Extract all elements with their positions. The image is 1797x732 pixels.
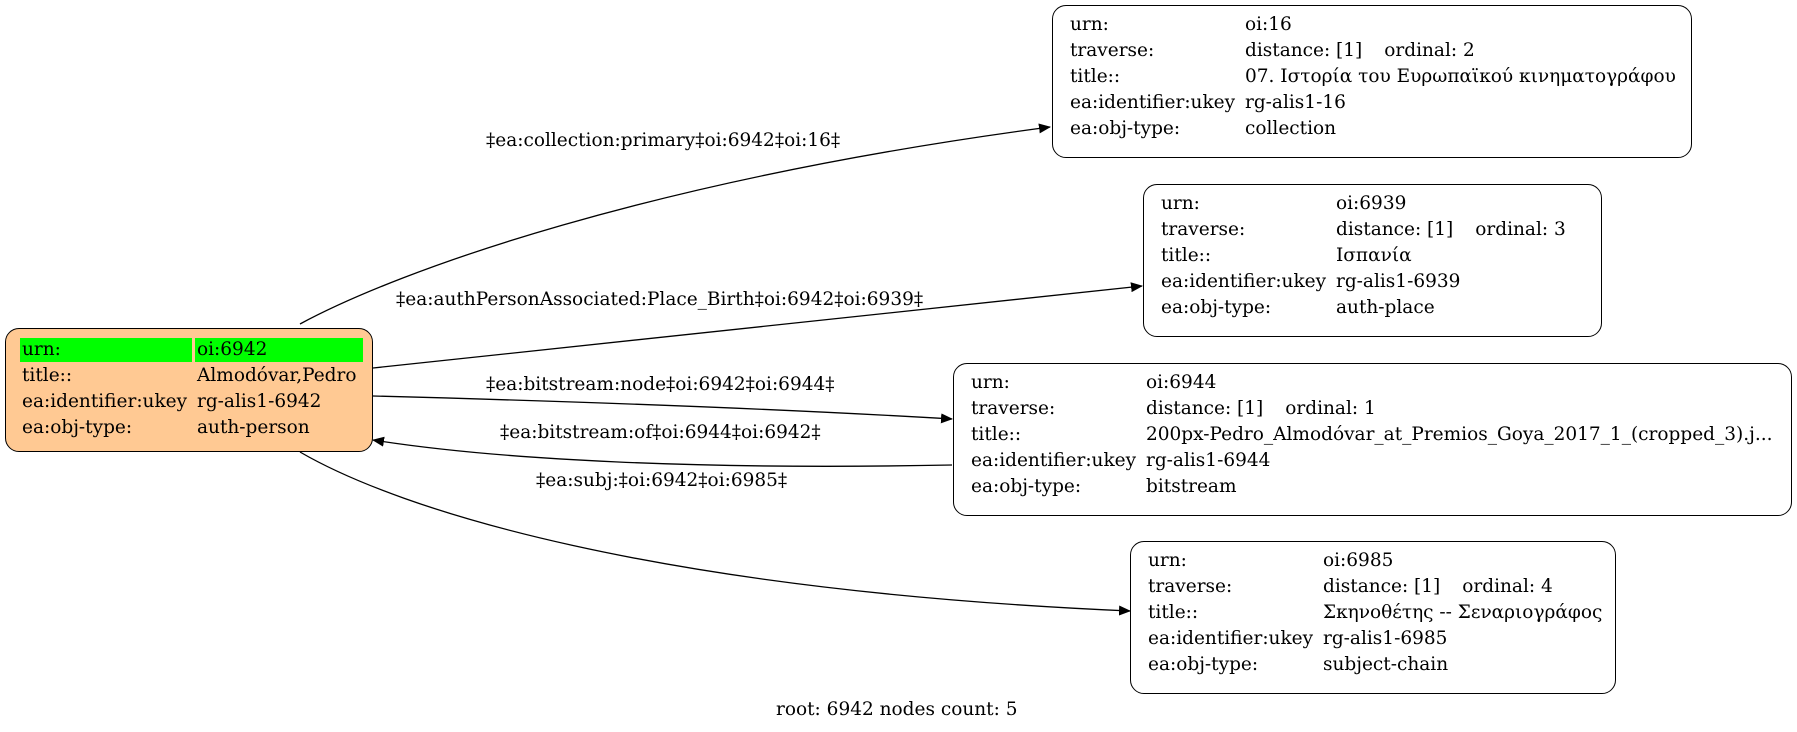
node-ukey-value: rg-alis1-6944 <box>1146 450 1271 471</box>
node-type-value: collection <box>1245 118 1337 139</box>
node-title-value: 07. Ιστορία του Ευρωπαϊκού κινηματογράφο… <box>1245 66 1676 87</box>
node-title-key: title:: <box>971 424 1022 445</box>
node-type-key: ea:obj-type: <box>1161 297 1272 318</box>
node-type-key: ea:obj-type: <box>1070 118 1181 139</box>
node-title-value: Σκηνοθέτης -- Σεναριογράφος <box>1323 602 1603 623</box>
node-urn-value: oi:6944 <box>1146 372 1217 393</box>
node-urn-value: oi:6939 <box>1336 193 1407 214</box>
node-ukey-key: ea:identifier:ukey <box>1161 271 1327 292</box>
edge-bitstream-of <box>372 436 953 467</box>
root-type-value: auth-person <box>197 417 310 438</box>
edge-label-bitstream-node: ‡ea:bitstream:node‡oi:6942‡oi:6944‡ <box>486 374 835 395</box>
edge-collection-primary <box>299 123 1051 325</box>
node-type-key: ea:obj-type: <box>1148 654 1259 675</box>
node-urn-key: urn: <box>1070 14 1109 35</box>
node-ordinal: ordinal: 2 <box>1384 40 1475 61</box>
node-distance: distance: [1] <box>1323 576 1441 597</box>
root-type-key: ea:obj-type: <box>22 417 133 438</box>
edge-bitstream-node <box>372 395 953 424</box>
node-type-value: subject-chain <box>1323 654 1449 675</box>
root-ukey-value: rg-alis1-6942 <box>197 391 322 412</box>
node-ordinal: ordinal: 4 <box>1462 576 1553 597</box>
edge-label-place-birth: ‡ea:authPersonAssociated:Place_Birth‡oi:… <box>396 289 924 310</box>
node-traverse-key: traverse: <box>1161 219 1246 240</box>
node-traverse-key: traverse: <box>971 398 1056 419</box>
node-distance: distance: [1] <box>1146 398 1264 419</box>
node-ukey-value: rg-alis1-16 <box>1245 92 1346 113</box>
node-ordinal: ordinal: 3 <box>1475 219 1566 240</box>
node-ukey-value: rg-alis1-6939 <box>1336 271 1461 292</box>
node-ukey-key: ea:identifier:ukey <box>971 450 1137 471</box>
node-type-key: ea:obj-type: <box>971 476 1082 497</box>
node-ordinal: ordinal: 1 <box>1285 398 1376 419</box>
root-urn-key: urn: <box>20 338 192 362</box>
node-ukey-key: ea:identifier:ukey <box>1148 628 1314 649</box>
node-traverse-key: traverse: <box>1070 40 1155 61</box>
node-type-value: bitstream <box>1146 476 1237 497</box>
node-distance: distance: [1] <box>1336 219 1454 240</box>
root-urn-value: oi:6942 <box>195 338 363 362</box>
edge-subj <box>299 451 1131 616</box>
edge-label-subj: ‡ea:subj:‡oi:6942‡oi:6985‡ <box>536 470 788 491</box>
node-oi-6985[interactable]: urn: oi:6985 traverse: distance: [1] ordina… <box>1130 541 1616 694</box>
graph-footer: root: 6942 nodes count: 5 <box>776 699 1018 720</box>
node-type-value: auth-place <box>1336 297 1435 318</box>
node-urn-value: oi:6985 <box>1323 550 1394 571</box>
node-title-value: Ισπανία <box>1336 245 1412 266</box>
node-urn-key: urn: <box>971 372 1010 393</box>
edge-label-collection-primary: ‡ea:collection:primary‡oi:6942‡oi:16‡ <box>486 130 841 151</box>
node-urn-key: urn: <box>1148 550 1187 571</box>
node-oi-6944[interactable]: urn: oi:6944 traverse: distance: [1] ordina… <box>953 363 1792 516</box>
node-title-key: title:: <box>1148 602 1199 623</box>
root-title-key: title:: <box>22 365 73 386</box>
node-ukey-value: rg-alis1-6985 <box>1323 628 1448 649</box>
node-title-key: title:: <box>1161 245 1212 266</box>
node-ukey-key: ea:identifier:ukey <box>1070 92 1236 113</box>
node-urn-key: urn: <box>1161 193 1200 214</box>
root-ukey-key: ea:identifier:ukey <box>22 391 188 412</box>
edge-label-bitstream-of: ‡ea:bitstream:of‡oi:6944‡oi:6942‡ <box>500 422 821 443</box>
root-title-value: Almodóvar,Pedro <box>197 365 357 386</box>
node-urn-value: oi:16 <box>1245 14 1292 35</box>
node-oi-16[interactable]: urn: oi:16 traverse: distance: [1] ordinal:… <box>1052 5 1692 158</box>
node-traverse-key: traverse: <box>1148 576 1233 597</box>
node-oi-6939[interactable]: urn: oi:6939 traverse: distance: [1] ordina… <box>1143 184 1602 337</box>
node-distance: distance: [1] <box>1245 40 1363 61</box>
root-node[interactable]: urn: oi:6942 title:: Almodóvar,Pedro ea:… <box>5 328 373 452</box>
node-title-key: title:: <box>1070 66 1121 87</box>
node-title-value: 200px-Pedro_Almodóvar_at_Premios_Goya_20… <box>1146 424 1773 445</box>
